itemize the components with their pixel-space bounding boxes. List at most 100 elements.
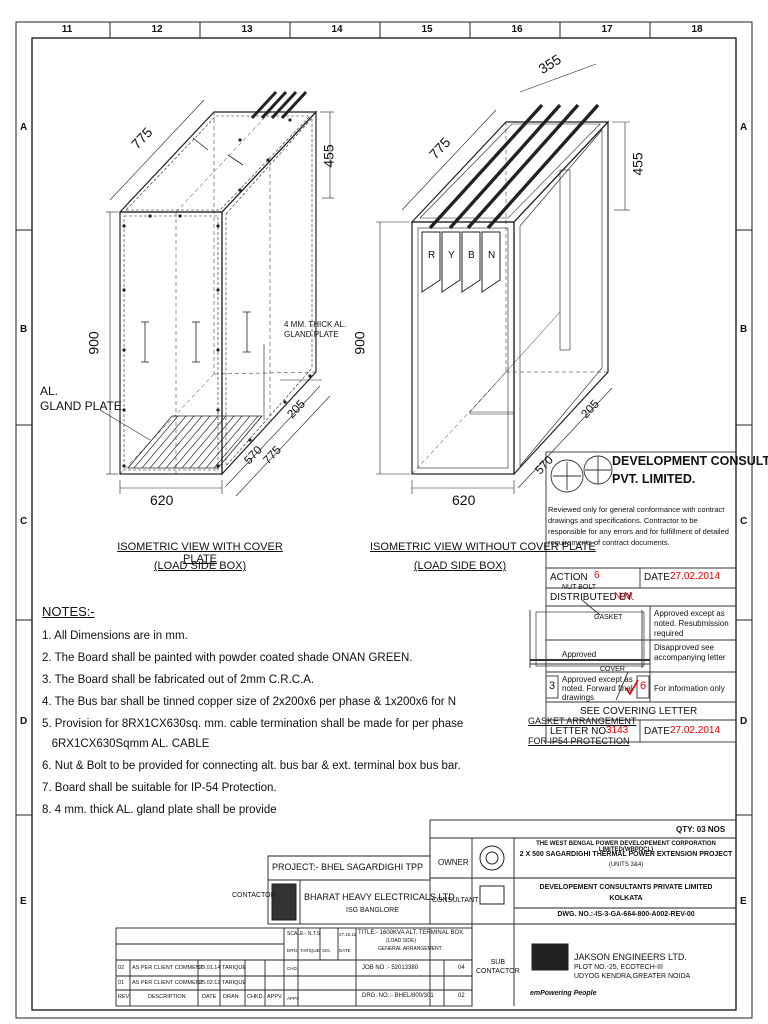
note-6: 6. Nut & Bolt to be provided for connect…: [42, 760, 461, 772]
drg-no: DRG. NO.:- BHEL/800/301: [362, 993, 434, 999]
stamp-company: DEVELOPMENT CONSULTANTS: [612, 454, 768, 468]
left-dim-height: 900: [85, 331, 102, 355]
right-dim-height: 900: [351, 331, 368, 355]
jackson-name: JAKSON ENGINEERS LTD.: [574, 952, 687, 962]
stamp-opt-2: Disapproved see accompanying letter: [654, 643, 726, 662]
stamp-overlap-1: GASKET ARRANGEMENT: [528, 716, 637, 726]
jackson-addr-1: PLOT NO.-25, ECOTECH-III: [574, 964, 663, 971]
mini-sig: SIG.: [322, 948, 332, 953]
stamp-date2-value: 27.02.2014: [670, 725, 721, 736]
owner-text-2: 2 X 500 SAGARDIGHI THERMAL POWER EXTENSI…: [519, 851, 733, 858]
jackson-addr-2: UDYOG KENDRA,GREATER NOIDA: [574, 973, 691, 980]
jackson-tagline: emPowering People: [530, 990, 597, 997]
notes-heading: NOTES:-: [42, 604, 95, 619]
note-3: 3. The Board shall be fabricated out of …: [42, 674, 315, 686]
row-a-right: A: [740, 122, 748, 133]
stamp-opt-3: For information only: [654, 684, 725, 693]
stamp-overlap-5: COVER: [600, 666, 625, 673]
rev-header-desc: DESCRIPTION: [148, 994, 186, 1000]
col-12: 12: [151, 24, 163, 35]
right-dim-top: 455: [629, 152, 646, 176]
stamp-date2-label: DATE: [644, 726, 670, 737]
stamp-overlap-4: GASKET: [594, 614, 623, 621]
rev-02: 02: [118, 965, 125, 971]
owner-text: THE WEST BENGAL POWER DEVELOPEMENT CORPO…: [536, 841, 716, 853]
owner-label: OWNER: [438, 858, 469, 867]
left-iso-view: [99, 90, 334, 497]
note-5b: 6RX1CX630Sqmm AL. CABLE: [42, 738, 210, 750]
consultant-text-2: KOLKATA: [609, 895, 643, 902]
contractor-label: CONTACTOR: [232, 892, 276, 899]
stamp-action-label: ACTION: [550, 572, 588, 583]
col-14: 14: [331, 24, 343, 35]
right-dim-width: 620: [452, 492, 476, 508]
contractor-text-2: ISG BANGLORE: [346, 907, 399, 914]
note-8: 8. 4 mm. thick AL. gland plate shall be …: [42, 804, 277, 816]
stamp-date-label: DATE: [644, 572, 670, 583]
row-e-right: E: [740, 896, 747, 907]
project-text: PROJECT:- BHEL SAGARDIGHI TPP: [272, 862, 424, 872]
title-block-lines: [115, 819, 737, 1007]
row-c-right: C: [740, 516, 748, 527]
right-iso-view: [376, 63, 630, 494]
rev-02-date: 29.01.14: [199, 965, 221, 971]
stamp-graphics: [529, 451, 737, 743]
rev-01-dran: TARIQUE: [222, 980, 247, 986]
sheet-no: 02: [458, 993, 465, 999]
sub-contactor-label: SUB CONTACTOR: [476, 959, 520, 975]
col-18: 18: [691, 24, 703, 35]
stamp-text: Reviewed only for general conformance wi…: [548, 505, 729, 547]
col-16: 16: [511, 24, 523, 35]
title-text-2: (LOAD SIDE): [386, 938, 417, 944]
stamp-action-value: 6: [594, 570, 600, 581]
job-no: JOB NO :- 52013380: [362, 965, 419, 971]
rev-header-chkd: CHKD.: [247, 994, 265, 1000]
rev-02-dran: TARIQUE: [222, 965, 247, 971]
stamp-opt-1: Approved except as noted. Resubmission r…: [654, 609, 729, 638]
note-4: 4. The Bus bar shall be tinned copper si…: [42, 696, 457, 708]
row-c-left: C: [20, 516, 28, 527]
left-dim-top: 455: [320, 144, 337, 168]
scale-text: SCALE:- N.T.S: [287, 931, 321, 937]
right-caption-1: ISOMETRIC VIEW WITHOUT COVER PLATE: [370, 541, 596, 553]
row-b-right: B: [740, 324, 748, 335]
rev-header-date: DATE: [202, 994, 217, 1000]
col-13: 13: [241, 24, 253, 35]
sheets: 04: [458, 965, 465, 971]
right-caption-2: (LOAD SIDE BOX): [413, 560, 507, 572]
left-dim-width: 620: [150, 492, 174, 508]
mini-chd: CHD.: [287, 966, 298, 971]
phase-n: N: [488, 250, 496, 261]
note-7: 7. Board shall be suitable for IP-54 Pro…: [42, 782, 277, 794]
left-caption-1: ISOMETRIC VIEW WITH COVER PLATE: [117, 541, 283, 565]
stamp-box-6: 6: [640, 680, 647, 692]
col-11: 11: [61, 24, 73, 35]
gland-plate-label: AL. GLAND PLATE: [40, 384, 122, 413]
note-1: 1. All Dimensions are in mm.: [42, 630, 188, 642]
col-17: 17: [601, 24, 613, 35]
col-15: 15: [421, 24, 433, 35]
phase-b: B: [468, 250, 475, 261]
stamp-opt-left-3: Approved except as noted. Forward final …: [562, 675, 633, 702]
stamp-date-value: 27.02.2014: [670, 571, 721, 582]
title-text-3: GENERAL ARRANGEMENT: [378, 946, 442, 952]
qty-text: QTY: 03 NOS: [676, 825, 726, 834]
stamp-covering: SEE COVERING LETTER: [580, 706, 698, 717]
title-text: TITLE:- 1600KVA ALT. TERMINAL BOX: [358, 930, 464, 936]
stamp-distributed-label: DISTRIBUTED BY.: [550, 592, 635, 603]
stamp-overlap-3: NUT BOLT: [562, 584, 596, 591]
stamp-box-3: 3: [549, 680, 556, 692]
title-logos: [271, 845, 569, 971]
rev-01-date: 25.02.12: [199, 980, 221, 986]
note-5: 5. Provision for 8RX1CX630sq. mm. cable …: [42, 718, 464, 730]
stamp-company-2: PVT. LIMITED.: [612, 472, 696, 486]
rev-header-appv: APPV.: [267, 994, 283, 1000]
left-caption-2: (LOAD SIDE BOX): [153, 560, 247, 572]
stamp-opt-left-1: Approved: [562, 650, 597, 659]
row-d-right: D: [740, 716, 748, 727]
rev-header-rev: REV.: [118, 994, 131, 1000]
mini-date: DATE: [339, 948, 351, 953]
owner-text-3: (UNITS 3&4): [608, 862, 644, 868]
consultant-text: DEVELOPEMENT CONSULTANTS PRIVATE LIMITED: [539, 884, 713, 891]
